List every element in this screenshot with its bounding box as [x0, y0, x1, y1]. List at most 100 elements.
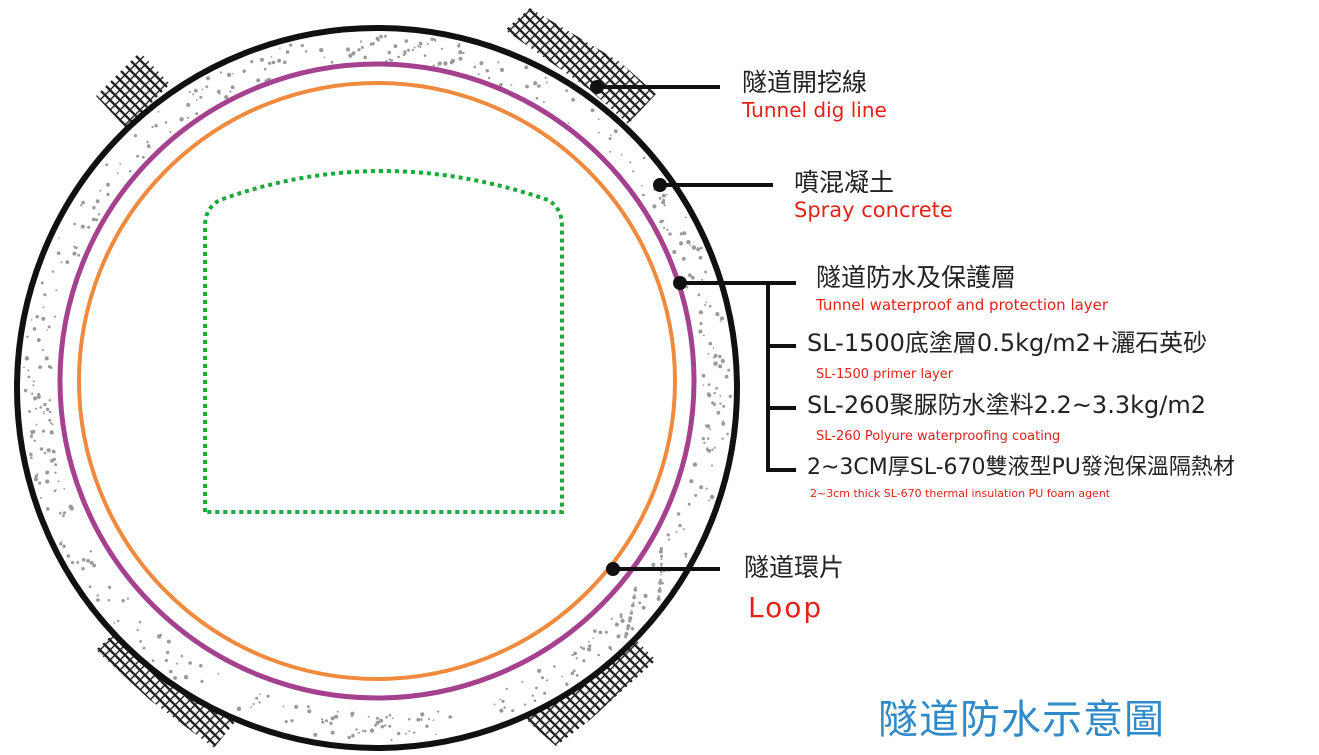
- speckle: [81, 567, 85, 571]
- speckle: [347, 735, 352, 740]
- speckle: [374, 723, 378, 727]
- speckle: [587, 640, 590, 643]
- speckle: [367, 715, 370, 718]
- speckle: [55, 489, 57, 491]
- speckle: [652, 204, 657, 209]
- dot-loop: [606, 562, 620, 576]
- speckle: [230, 85, 235, 90]
- speckle: [719, 320, 722, 323]
- speckle: [217, 89, 221, 94]
- speckle: [279, 47, 281, 49]
- hatch-block-top-right: [505, 8, 656, 124]
- speckle: [587, 647, 592, 652]
- speckle: [713, 391, 716, 395]
- label-sl1500-en: SL-1500 primer layer: [816, 367, 954, 382]
- speckle: [72, 251, 77, 256]
- speckle: [46, 329, 48, 331]
- speckle: [704, 304, 706, 306]
- speckle: [129, 169, 132, 173]
- speckle: [697, 293, 701, 297]
- speckle: [660, 554, 663, 558]
- speckle: [679, 232, 684, 236]
- speckle: [229, 90, 232, 93]
- speckle: [435, 733, 437, 736]
- hatch-block-bottom-right: [524, 632, 656, 746]
- speckle: [702, 334, 705, 337]
- speckle: [629, 161, 632, 164]
- speckle: [121, 599, 125, 603]
- speckle: [715, 386, 718, 390]
- speckle: [565, 682, 569, 686]
- speckle: [689, 479, 694, 484]
- speckle: [183, 675, 189, 680]
- speckle: [66, 554, 71, 558]
- speckle: [641, 605, 646, 610]
- speckle: [77, 253, 80, 257]
- speckle: [713, 446, 716, 449]
- speckle: [55, 289, 58, 292]
- speckle: [40, 281, 44, 285]
- speckle: [626, 624, 631, 629]
- speckle: [81, 200, 85, 205]
- label-waterproof-cn: 隧道防水及保護層: [816, 263, 1017, 292]
- speckle: [97, 213, 101, 216]
- speckle: [336, 710, 339, 713]
- speckle: [416, 717, 421, 722]
- speckle: [661, 193, 666, 198]
- speckle: [166, 639, 171, 644]
- speckle: [199, 664, 203, 668]
- speckle: [701, 373, 706, 378]
- speckle: [33, 439, 36, 442]
- speckle: [425, 724, 429, 728]
- speckle: [567, 122, 570, 124]
- speckle: [289, 43, 293, 47]
- speckle: [493, 703, 496, 706]
- speckle: [672, 250, 677, 254]
- speckle: [300, 44, 304, 48]
- speckle: [709, 494, 715, 500]
- speckle: [186, 116, 189, 119]
- label-sl1500-cn: SL-1500底塗層0.5kg/m2+灑石英砂: [807, 329, 1208, 357]
- speckle: [31, 392, 34, 395]
- speckle: [139, 640, 143, 643]
- speckle: [384, 724, 387, 727]
- speckle: [684, 552, 688, 556]
- speckle: [719, 366, 722, 369]
- speckle: [36, 473, 39, 475]
- speckle: [320, 718, 324, 721]
- speckle: [437, 61, 442, 66]
- speckle: [43, 412, 45, 415]
- speckle: [73, 222, 77, 226]
- speckle: [458, 56, 463, 61]
- speckle: [420, 718, 423, 721]
- speckle: [666, 228, 669, 231]
- speckle: [542, 101, 545, 104]
- speckle: [698, 329, 703, 334]
- speckle: [258, 701, 261, 704]
- label-waterproof-en: Tunnel waterproof and protection layer: [816, 296, 1109, 314]
- speckle: [592, 637, 594, 639]
- speckle: [479, 61, 484, 66]
- speckle: [166, 650, 170, 655]
- speckle: [348, 53, 353, 58]
- hatch-block-top-left: [96, 52, 170, 128]
- speckle: [582, 659, 586, 663]
- speckle: [48, 418, 52, 422]
- speckle: [108, 585, 112, 590]
- speckle: [691, 245, 697, 250]
- speckle: [92, 563, 96, 568]
- speckle: [28, 410, 31, 413]
- speckle: [631, 603, 635, 608]
- speckle: [458, 43, 461, 45]
- speckle: [199, 95, 203, 99]
- speckle: [169, 131, 172, 134]
- speckle: [43, 293, 47, 297]
- speckle: [727, 368, 731, 372]
- speckle: [380, 725, 384, 729]
- speckle: [188, 661, 192, 665]
- speckle: [706, 424, 711, 429]
- speckle: [524, 65, 529, 70]
- speckle: [175, 662, 178, 665]
- speckle: [590, 108, 595, 113]
- speckle: [259, 693, 261, 696]
